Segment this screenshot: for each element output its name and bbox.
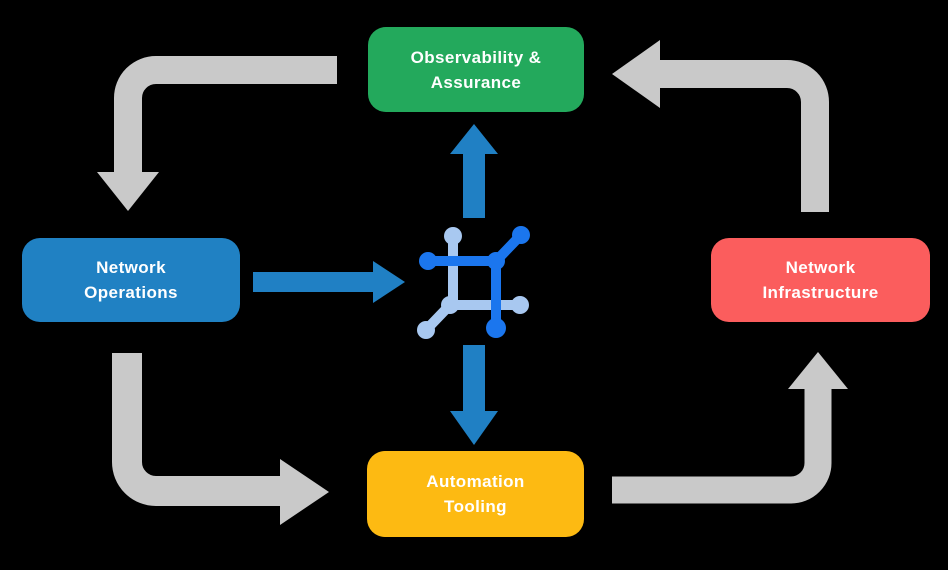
arrow-operations-to-automation [112,353,329,525]
arrow-observability-to-operations-shaft [114,56,337,173]
hub-icon-light-part [417,227,529,339]
hub-light-node-bottom-left [417,321,435,339]
node-label-line: Operations [84,283,178,302]
arrow-observability-to-operations [97,56,337,211]
node-label-line: Assurance [430,72,522,92]
node-label-line: Observability & [410,47,542,67]
node-label-line: Automation [426,472,525,491]
node-observability-assurance: Observability & Assurance [368,27,584,112]
hub-light-node-right [511,296,529,314]
hub-dark-node-left [419,252,437,270]
arrow-operations-to-hub [253,261,405,303]
arrow-automation-to-infrastructure [612,352,848,504]
node-network-infrastructure: Network Infrastructure [711,238,930,322]
node-label-line: Tooling [444,497,507,516]
arrow-infrastructure-to-observability-head [612,40,660,108]
arrow-operations-to-automation-head [280,459,329,525]
arrow-hub-to-observability [450,124,498,218]
arrow-infrastructure-to-observability [612,40,829,212]
node-network-operations: Network Operations [22,238,240,322]
arrow-operations-to-automation-shaft [112,353,281,506]
network-automation-hub-icon [417,226,530,339]
arrow-hub-to-observability-head [450,124,498,154]
hub-dark-node-top-right [512,226,530,244]
arrow-hub-to-automation-head [450,411,498,445]
node-label-line: Network [96,258,166,277]
arrow-automation-to-infrastructure-shaft [612,389,832,504]
hub-icon-dark-part [419,226,530,338]
hub-light-node-top [444,227,462,245]
node-automation-tooling: Automation Tooling [367,451,584,537]
node-label-line: Infrastructure [762,283,879,302]
hub-dark-node-corner [487,252,505,270]
arrow-hub-to-automation [450,345,498,445]
arrow-observability-to-operations-head [97,172,159,211]
hub-light-node-corner [441,296,459,314]
arrow-automation-to-infrastructure-head [788,352,848,389]
hub-dark-node-bottom [486,318,506,338]
arrow-operations-to-hub-head [373,261,405,303]
node-label-line: Network [785,258,856,277]
arrow-infrastructure-to-observability-shaft [659,60,829,212]
